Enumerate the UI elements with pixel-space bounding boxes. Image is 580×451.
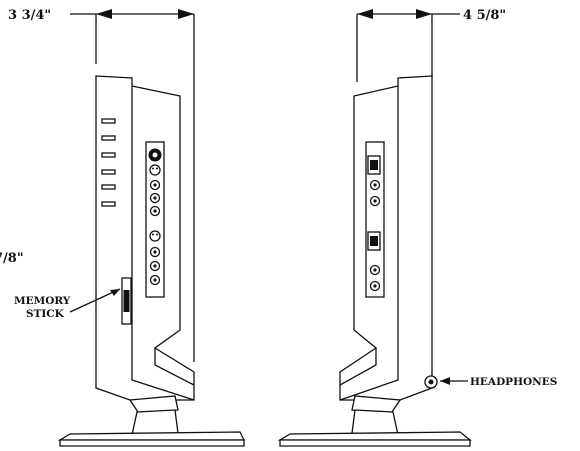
headphones-label: HEADPHONES: [470, 376, 557, 388]
right-width-label: 4 5/8": [463, 8, 506, 23]
right-connector-panel: [365, 141, 385, 298]
memory-stick-callout: MEMORY STICK: [14, 288, 121, 320]
vent-slots: [101, 118, 116, 207]
right-side-view: 4 5/8": [277, 8, 557, 447]
memory-stick-label-line1: MEMORY: [14, 295, 71, 307]
left-width-label: 3 3/4": [8, 8, 51, 23]
left-width-dimension: 3 3/4": [8, 8, 195, 362]
right-tv-housing: [339, 75, 433, 401]
memory-stick-label-line2: STICK: [26, 308, 65, 320]
right-stand: [277, 395, 472, 447]
left-stand: [57, 395, 246, 447]
right-width-dimension: 4 5/8": [356, 8, 506, 82]
left-connector-panel: [145, 141, 165, 298]
headphone-jack: [424, 375, 438, 389]
left-tv-housing: [95, 75, 195, 401]
left-side-dimension-label: 7/8": [0, 251, 24, 266]
memory-stick-slot: [121, 277, 132, 325]
headphones-callout: HEADPHONES: [440, 376, 557, 388]
left-side-view: 3 3/4": [0, 8, 246, 447]
